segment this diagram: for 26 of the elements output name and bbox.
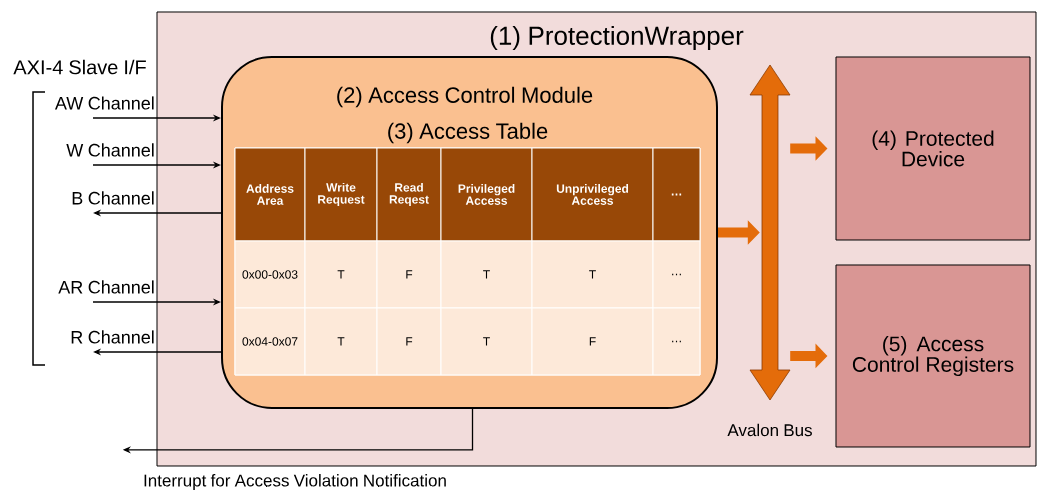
- table-cell: T: [304, 240, 378, 309]
- table-cell: 0x00-0x03: [234, 240, 306, 309]
- channel-label: R Channel: [71, 330, 154, 344]
- table-heading: (3) Access Table: [388, 122, 548, 144]
- table-cell: 0x04-0x07: [234, 307, 306, 376]
- table-cell: T: [304, 307, 378, 376]
- table-header-cell: Read Reqest: [376, 147, 442, 242]
- table-cell: …: [652, 240, 701, 309]
- channel-label: AW Channel: [54, 96, 154, 110]
- table-cell: F: [376, 240, 442, 309]
- device-box: (4) Protected Device: [835, 56, 1031, 241]
- table-cell: F: [376, 307, 442, 376]
- channel-label: AR Channel: [58, 280, 154, 294]
- table-cell: …: [652, 307, 701, 376]
- table-cell: T: [440, 240, 533, 309]
- channel-label: W Channel: [66, 143, 154, 157]
- table-header-cell: Privileged Access: [440, 147, 533, 242]
- table-header-cell: …: [652, 147, 701, 242]
- interface-label: AXI-4 Slave I/F: [13, 59, 146, 75]
- note-label: Interrupt for Access Violation Notification: [144, 474, 446, 490]
- bus-label: Avalon Bus: [727, 423, 812, 437]
- table-header-cell: Address Area: [234, 147, 306, 242]
- device-box: (5) Access Control Registers: [835, 264, 1031, 448]
- table-header-cell: Write Request: [304, 147, 378, 242]
- channel-label: B Channel: [72, 191, 154, 205]
- table-cell: T: [440, 307, 533, 376]
